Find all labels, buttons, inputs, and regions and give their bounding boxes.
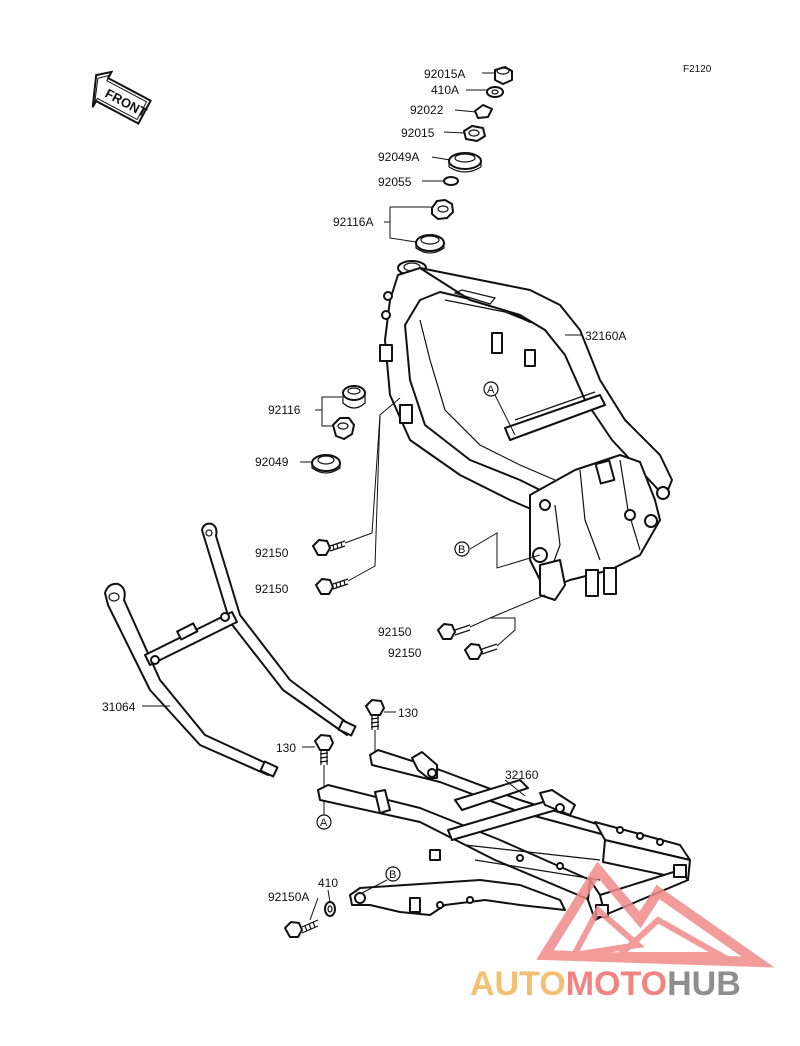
label-32160: 32160 xyxy=(505,768,539,782)
label-92150-a: 92150 xyxy=(255,546,289,560)
bolt-130-lower xyxy=(314,734,334,765)
callout-b-top: B xyxy=(454,532,541,569)
svg-text:B: B xyxy=(458,544,465,556)
label-92150-d: 92150 xyxy=(388,646,422,660)
lower-bracket xyxy=(349,879,566,916)
bushing-92116-upper xyxy=(342,385,366,409)
label-92150-b: 92150 xyxy=(255,582,289,596)
bolt-92150-c xyxy=(437,623,471,640)
label-92015: 92015 xyxy=(401,126,435,140)
bolt-92150-d xyxy=(464,643,498,660)
front-arrow-icon: FRONT xyxy=(91,70,152,125)
bearing-92116a-lower xyxy=(415,234,445,254)
bearing-92116a-upper xyxy=(431,199,454,220)
o-ring-92055 xyxy=(443,176,459,186)
label-92055: 92055 xyxy=(378,175,412,189)
stem-nut-92015 xyxy=(463,125,486,142)
washer-410 xyxy=(324,901,336,917)
down-tube-31064 xyxy=(104,522,357,778)
label-130-b: 130 xyxy=(276,741,296,755)
bolt-92150a xyxy=(284,919,319,938)
watermark-moto: MOTO xyxy=(566,965,667,1003)
label-92049a: 92049A xyxy=(378,150,419,164)
washer-410a xyxy=(486,86,504,98)
label-92022: 92022 xyxy=(410,103,444,117)
watermark-auto: AUTO xyxy=(470,965,566,1003)
label-92150a: 92150A xyxy=(268,890,309,904)
watermark-hub: HUB xyxy=(667,965,741,1003)
label-92116a: 92116A xyxy=(333,215,373,229)
lock-washer-92022 xyxy=(474,104,493,119)
watermark-logo: AUTOMOTOHUB xyxy=(470,861,775,1003)
svg-text:A: A xyxy=(320,817,328,829)
figure-code: F2120 xyxy=(683,64,712,75)
label-32160a: 32160A xyxy=(585,329,626,343)
main-frame-32160a xyxy=(379,260,673,601)
label-130-a: 130 xyxy=(398,706,418,720)
label-410a: 410A xyxy=(431,83,459,97)
callout-a-top: A xyxy=(483,381,516,436)
callout-b-bottom: B xyxy=(361,866,401,894)
label-92116: 92116 xyxy=(268,403,301,417)
label-92015a: 92015A xyxy=(424,67,465,81)
sub-frame-32160 xyxy=(317,749,691,921)
label-31064: 31064 xyxy=(102,700,136,714)
svg-text:AUTOMOTOHUB: AUTOMOTOHUB xyxy=(470,965,741,1003)
label-410: 410 xyxy=(318,876,338,890)
label-92150-c: 92150 xyxy=(378,625,412,639)
dust-seal-92049a xyxy=(448,152,482,173)
steering-stem-nut xyxy=(494,66,513,85)
svg-text:A: A xyxy=(487,384,495,396)
svg-text:B: B xyxy=(389,869,396,881)
bolt-92150-b xyxy=(315,578,349,595)
dust-seal-92049 xyxy=(311,454,341,474)
bolt-130-upper xyxy=(365,699,385,730)
bolt-92150-a xyxy=(312,539,346,556)
label-92049: 92049 xyxy=(255,455,289,469)
bushing-92116-lower xyxy=(332,417,355,440)
